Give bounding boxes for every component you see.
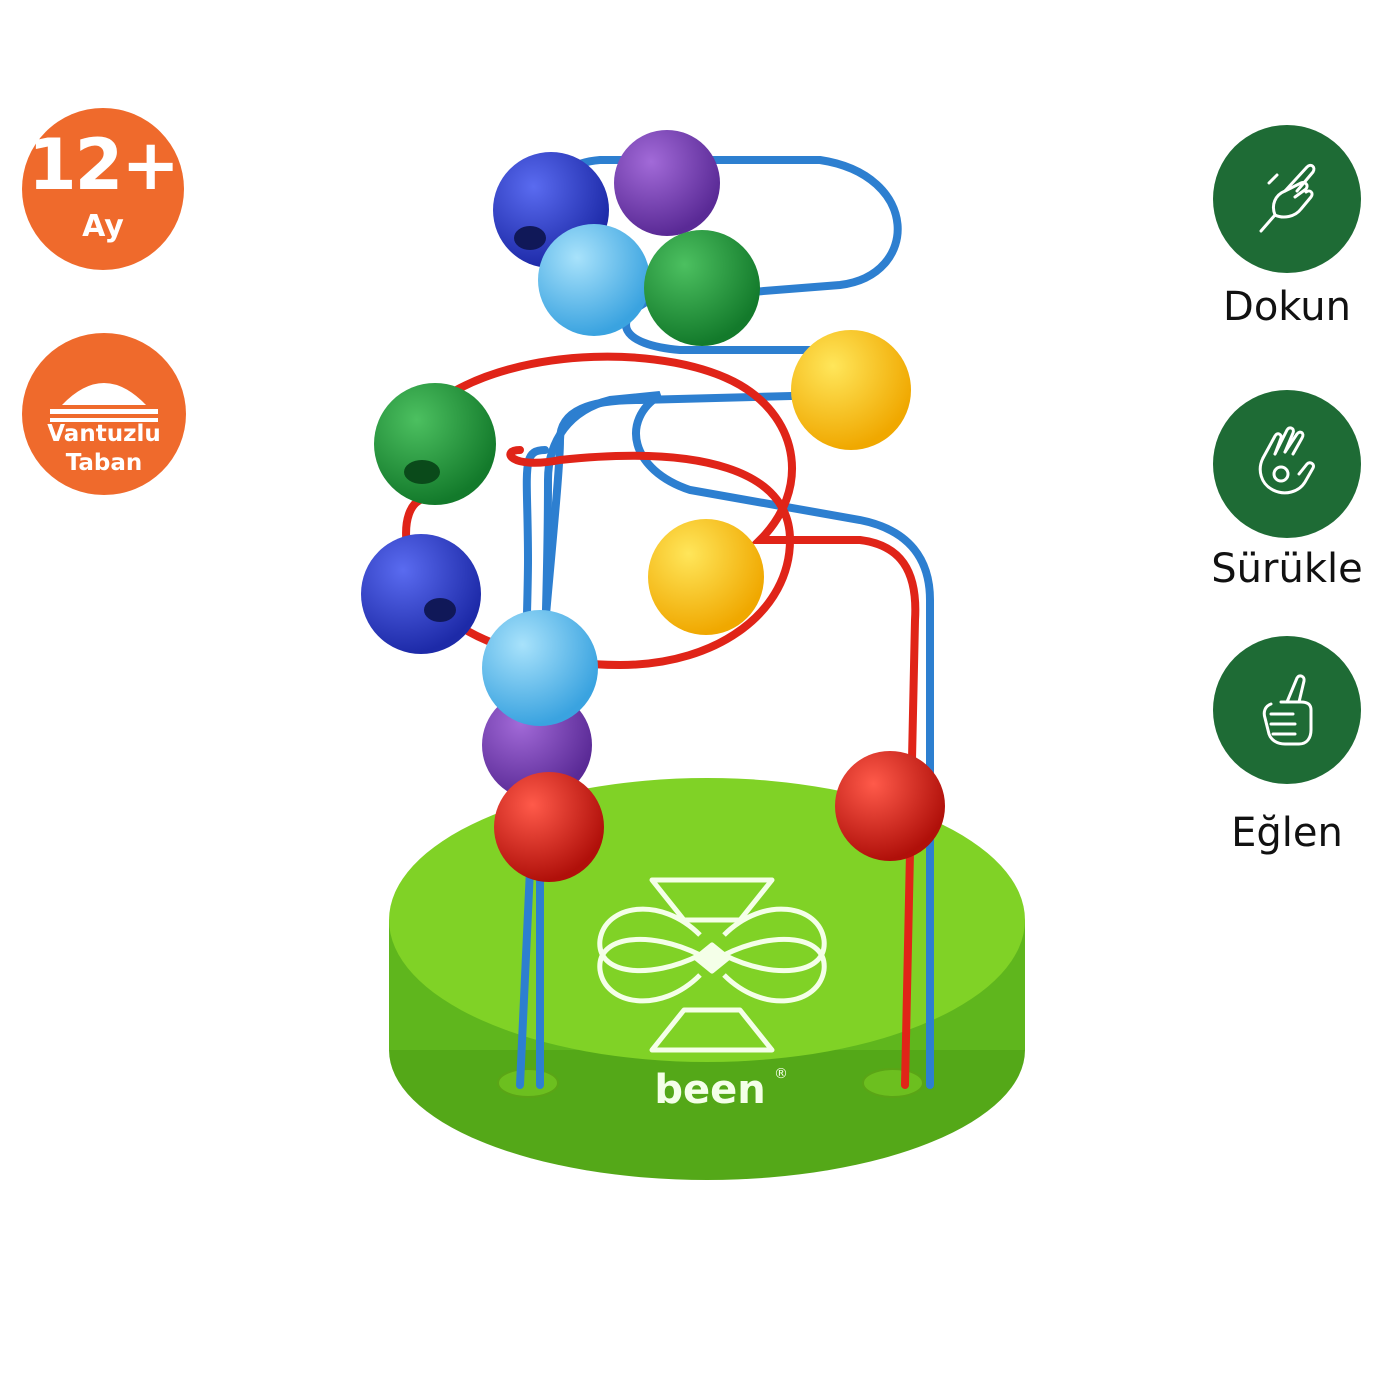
bead	[614, 130, 720, 236]
suction-cup-icon	[50, 373, 158, 422]
bead	[482, 610, 598, 726]
feature-fun	[1213, 636, 1361, 784]
bead	[494, 772, 604, 882]
bead	[835, 751, 945, 861]
clover-logo-icon	[597, 877, 827, 1053]
bead	[791, 330, 911, 450]
feature-fun-label: Eğlen	[1231, 810, 1343, 856]
bead-maze-toy: been ®	[361, 130, 1025, 1180]
feature-touch	[1213, 125, 1361, 273]
bead	[538, 224, 650, 336]
bead	[374, 383, 496, 505]
suction-label-line1: Vantuzlu	[47, 421, 161, 447]
age-badge: 12+ Ay	[22, 108, 184, 270]
drag-hand-icon	[1258, 426, 1315, 495]
registered-mark: ®	[774, 1066, 788, 1082]
brand-logo-text: been	[654, 1067, 765, 1113]
suction-label-line2: Taban	[65, 450, 143, 476]
bead	[648, 519, 764, 635]
age-value: 12+	[27, 124, 180, 206]
feature-drag	[1213, 390, 1361, 538]
age-unit: Ay	[82, 209, 124, 244]
feature-touch-label: Dokun	[1223, 284, 1351, 330]
feature-drag-label: Sürükle	[1211, 546, 1363, 592]
thumbs-up-icon	[1262, 674, 1313, 746]
suction-base-badge: Vantuzlu Taban	[22, 333, 186, 495]
toy-beads	[361, 130, 945, 882]
bead	[644, 230, 760, 346]
bead	[361, 534, 481, 654]
touch-hand-icon	[1259, 163, 1316, 233]
